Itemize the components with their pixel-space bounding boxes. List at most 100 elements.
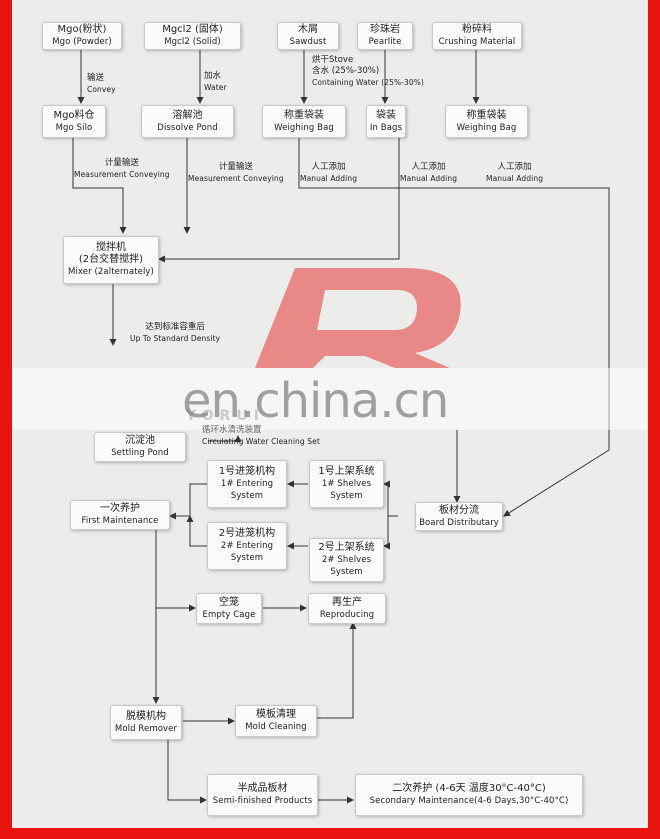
label-density-zh: 达到标准容重后: [145, 322, 205, 332]
label-measure-2-zh: 计量输送: [218, 162, 253, 172]
node-mgo-silo-en: Mgo Silo: [55, 122, 93, 133]
label-density: 达到标准容重后 Up To Standard Density: [130, 322, 220, 344]
node-empty-cage-zh: 空笼: [219, 596, 239, 608]
label-manual-2-en: Manual Adding: [400, 174, 458, 183]
node-crushing-material-en: Crushing Material: [438, 37, 516, 47]
label-measure-1: 计量输送 Measurement Conveying: [74, 158, 170, 180]
node-in-bags-zh: 袋装: [376, 109, 396, 121]
label-manual-1-zh: 人工添加: [311, 162, 346, 172]
node-sawdust-zh: 木屑: [298, 24, 318, 35]
node-reproducing: 再生产 Reproducing: [308, 593, 386, 624]
node-shelves-1: 1号上架系统 1# Shelves System: [309, 460, 384, 508]
node-weighing-bag-1-en: Weighing Bag: [274, 122, 334, 133]
node-entering-1-zh: 1号进笼机构: [218, 466, 276, 477]
watermark-r-logo: [255, 268, 461, 368]
label-convey: 输送 Convey: [87, 73, 116, 95]
label-circulating-en: Circulating Water Cleaning Set: [202, 437, 320, 446]
label-stove-zh: 烘干Stove: [312, 55, 354, 65]
label-water: 加水 Water: [204, 71, 227, 93]
node-entering-2-en2: System: [230, 553, 264, 563]
label-measure-2-en: Measurement Conveying: [188, 174, 284, 183]
node-dissolve-pond-zh: 溶解池: [172, 109, 203, 121]
node-in-bags: 袋装 In Bags: [366, 105, 406, 138]
label-water-en: Water: [204, 83, 227, 92]
label-manual-2-zh: 人工添加: [411, 162, 446, 172]
node-shelves-2-zh: 2号上架系统: [318, 542, 375, 553]
node-entering-2-en1: 2# Entering: [220, 541, 274, 551]
node-empty-cage: 空笼 Empty Cage: [196, 593, 262, 624]
node-mold-remover-en: Mold Remover: [114, 723, 178, 734]
node-mgo-powder-en: Mgo (Powder): [52, 37, 112, 47]
watermark-band: [12, 368, 648, 430]
node-mgo-powder: Mgo(粉状) Mgo (Powder): [42, 22, 122, 50]
node-pearlite: 珍珠岩 Pearlite: [357, 22, 413, 50]
node-in-bags-en: In Bags: [369, 122, 403, 133]
label-density-en: Up To Standard Density: [130, 334, 221, 343]
node-mgcl2-solid-zh: Mgcl2 (固体): [162, 24, 223, 35]
node-weighing-bag-1: 称重袋装 Weighing Bag: [262, 105, 346, 138]
node-mgo-silo-zh: Mgo料仓: [53, 109, 95, 121]
node-mixer-en: Mixer (2alternately): [68, 267, 154, 277]
label-circulating: 循环水清洗装置 Circulating Water Cleaning Set: [202, 425, 320, 447]
node-shelves-2: 2号上架系统 2# Shelves System: [309, 538, 384, 582]
node-secondary-maintenance: 二次养护 (4-6天 温度30°C-40°C) Secondary Mainte…: [355, 774, 583, 816]
node-mgo-powder-zh: Mgo(粉状): [57, 24, 107, 35]
connector-lines: [72, 50, 610, 804]
label-convey-zh: 输送: [87, 73, 105, 83]
watermark-site-text: en.china.cn: [182, 373, 449, 429]
node-shelves-1-en1: 1# Shelves: [321, 479, 372, 489]
node-shelves-2-en1: 2# Shelves: [321, 555, 372, 565]
label-convey-en: Convey: [87, 85, 116, 94]
node-first-maintenance-zh: 一次养护: [100, 503, 140, 514]
node-secondary-maintenance-zh: 二次养护 (4-6天 温度30°C-40°C): [392, 783, 546, 794]
label-measure-1-en: Measurement Conveying: [74, 170, 170, 179]
label-measure-1-zh: 计量输送: [104, 158, 139, 168]
node-board-distributary-en: Board Distributary: [419, 517, 499, 528]
node-sawdust: 木屑 Sawdust: [277, 22, 339, 50]
node-mgo-silo: Mgo料仓 Mgo Silo: [42, 105, 106, 138]
node-dissolve-pond-en: Dissolve Pond: [157, 122, 218, 133]
node-pearlite-en: Pearlite: [368, 37, 402, 47]
node-settling-pond: 沉淀池 Settling Pond: [94, 432, 186, 462]
label-manual-1-en: Manual Adding: [300, 174, 358, 183]
watermark-brand-text: YORUI: [186, 408, 265, 424]
node-entering-1: 1号进笼机构 1# Entering System: [207, 460, 287, 508]
label-water-zh: 加水: [204, 71, 222, 81]
node-semi-finished-en: Semi-finished Products: [212, 796, 313, 806]
node-entering-2: 2号进笼机构 2# Entering System: [207, 522, 287, 570]
node-mold-cleaning-en: Mold Cleaning: [245, 722, 307, 732]
node-mixer-zh: 搅拌机: [96, 242, 126, 253]
node-mold-cleaning-zh: 模板清理: [256, 709, 296, 720]
node-shelves-1-zh: 1号上架系统: [318, 466, 375, 477]
node-mixer-zh2: (2台交替搅拌): [78, 254, 144, 265]
node-secondary-maintenance-en: Secondary Maintenance(4-6 Days,30°C-40°C…: [369, 796, 569, 806]
label-manual-2: 人工添加 Manual Adding: [400, 162, 457, 184]
node-mgcl2-solid: Mgcl2 (固体) Mgcl2 (Solid): [144, 22, 241, 50]
node-empty-cage-en: Empty Cage: [202, 609, 256, 620]
label-stove-zh2: 含水 (25%-30%): [312, 66, 380, 76]
node-first-maintenance-en: First Maintenance: [81, 516, 159, 526]
label-measure-2: 计量输送 Measurement Conveying: [188, 162, 284, 184]
node-reproducing-zh: 再生产: [332, 596, 362, 608]
node-semi-finished-zh: 半成品板材: [237, 783, 288, 794]
label-manual-3-en: Manual Adding: [486, 174, 544, 183]
node-weighing-bag-1-zh: 称重袋装: [284, 109, 324, 121]
label-circulating-zh: 循环水清洗装置: [202, 425, 262, 435]
label-manual-3-zh: 人工添加: [497, 162, 532, 172]
node-crushing-material-zh: 粉碎料: [462, 24, 492, 35]
label-stove-en: Containing Water (25%-30%): [312, 78, 424, 87]
node-weighing-bag-2-zh: 称重袋装: [466, 109, 507, 121]
node-board-distributary-zh: 板材分流: [439, 504, 479, 516]
node-board-distributary: 板材分流 Board Distributary: [415, 502, 503, 531]
node-mixer: 搅拌机 (2台交替搅拌) Mixer (2alternately): [63, 236, 159, 284]
node-mold-cleaning: 模板清理 Mold Cleaning: [235, 705, 317, 737]
node-entering-2-zh: 2号进笼机构: [218, 528, 276, 539]
node-shelves-2-en2: System: [330, 567, 363, 577]
node-sawdust-en: Sawdust: [289, 37, 327, 47]
node-shelves-1-en2: System: [330, 491, 363, 501]
label-stove: 烘干Stove 含水 (25%-30%) Containing Water (2…: [312, 55, 424, 88]
label-manual-3: 人工添加 Manual Adding: [486, 162, 543, 184]
node-settling-pond-en: Settling Pond: [111, 448, 169, 458]
node-reproducing-en: Reproducing: [319, 609, 375, 620]
flowchart-canvas: en.china.cn YORUI Mgo(粉状) Mgo (Powder) M…: [12, 0, 648, 828]
